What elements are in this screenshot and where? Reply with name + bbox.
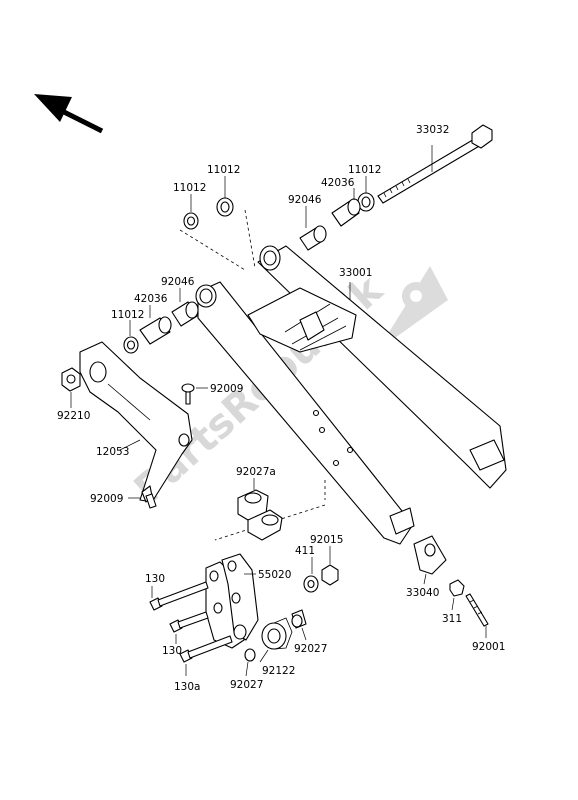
collar-92027-bottom xyxy=(244,648,256,662)
callout-130-top: 130 xyxy=(145,573,165,585)
bushing-right xyxy=(331,198,361,227)
callout-11012-top: 11012 xyxy=(207,164,240,176)
bracket-55020 xyxy=(205,553,259,649)
callout-92027-right: 92027 xyxy=(294,643,327,655)
nut-311 xyxy=(449,579,465,597)
callout-92122: 92122 xyxy=(262,665,295,677)
sleeve-left xyxy=(171,301,199,327)
callout-55020: 55020 xyxy=(258,569,291,581)
callout-92001: 92001 xyxy=(472,641,505,653)
sleeve-right xyxy=(299,225,327,251)
callout-92009-top: 92009 xyxy=(210,383,243,395)
callout-92009-bottom: 92009 xyxy=(90,493,123,505)
bolt-130-top xyxy=(149,581,209,611)
adjuster-bolt-92001 xyxy=(465,593,489,627)
collar-mid xyxy=(123,336,139,354)
callout-33040: 33040 xyxy=(406,587,439,599)
washer-411 xyxy=(303,575,319,593)
spacer-92122 xyxy=(261,617,293,650)
swing-arm xyxy=(195,245,507,545)
callout-12053: 12053 xyxy=(96,446,129,458)
bolt-130-mid xyxy=(169,611,209,633)
callout-33001: 33001 xyxy=(339,267,372,279)
collar-top xyxy=(216,197,234,217)
arrow-up-left-icon xyxy=(34,94,104,134)
callout-92027-bottom: 92027 xyxy=(230,679,263,691)
callout-92210: 92210 xyxy=(57,410,90,422)
bolt-130a xyxy=(179,635,233,663)
nut-92210 xyxy=(61,367,81,392)
callout-411: 411 xyxy=(295,545,315,557)
watermark-gear-icon xyxy=(378,266,448,350)
bolt-92009-top xyxy=(181,383,195,405)
callout-92015: 92015 xyxy=(310,534,343,546)
pivot-bolt xyxy=(377,124,493,204)
callout-311: 311 xyxy=(442,613,462,625)
callout-11012-mid: 11012 xyxy=(111,309,144,321)
callout-42036-right: 42036 xyxy=(321,177,355,189)
callout-11012-left: 11012 xyxy=(173,182,206,194)
callout-42036-left: 42036 xyxy=(134,293,168,305)
clamp-92027a xyxy=(237,489,283,541)
bolt-92009-bottom xyxy=(141,485,157,509)
collar-left xyxy=(183,212,199,230)
callout-130-mid: 130 xyxy=(162,645,182,657)
callout-92027a: 92027a xyxy=(236,466,276,478)
callout-92046-left: 92046 xyxy=(161,276,195,288)
callout-33032: 33032 xyxy=(416,124,449,136)
callout-11012-right: 11012 xyxy=(348,164,381,176)
adjuster-block-33040 xyxy=(413,535,447,575)
bushing-left xyxy=(139,316,172,345)
collar-92027-right xyxy=(291,609,307,629)
callout-92046-right: 92046 xyxy=(288,194,322,206)
nut-92015 xyxy=(321,564,339,586)
callout-130a: 130a xyxy=(174,681,200,693)
